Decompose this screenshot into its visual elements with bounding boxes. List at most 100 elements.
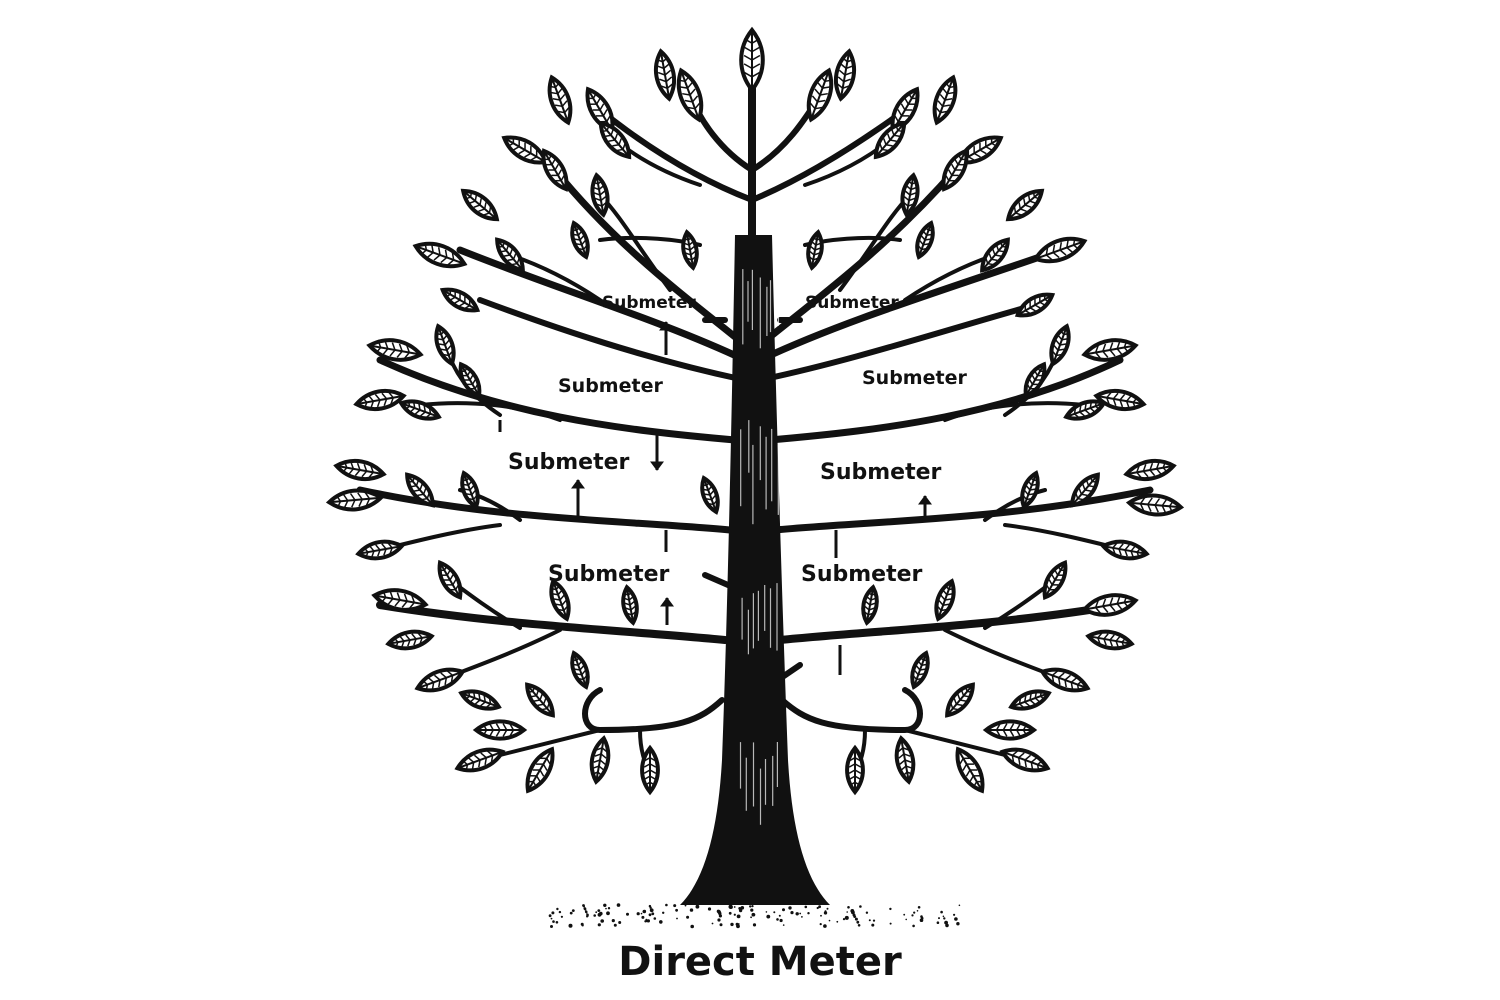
leaf — [412, 241, 468, 269]
leaf — [1005, 188, 1045, 222]
submeter-label-lower-left: Submeter — [508, 450, 630, 475]
ground-dot — [649, 906, 652, 909]
ground-dot — [912, 924, 915, 928]
ground-dot — [854, 917, 858, 921]
ground-dot — [818, 905, 821, 909]
leaf — [325, 488, 385, 512]
ground-dot — [955, 918, 958, 921]
ground-dot — [607, 907, 611, 910]
ground-dot — [665, 903, 668, 907]
direct-meter-label: Direct Meter — [618, 939, 902, 985]
ground-dot — [611, 919, 615, 923]
ground-dot — [583, 905, 585, 908]
ground-dot — [560, 915, 564, 918]
arrow-head — [660, 597, 674, 607]
ground-dot — [820, 914, 822, 917]
ground-dot — [917, 906, 921, 909]
branch — [456, 246, 749, 364]
ground-dot — [846, 911, 848, 913]
submeter-label-upper-right: Submeter — [805, 293, 899, 313]
ground-dot — [903, 913, 906, 916]
ground-dot — [905, 918, 907, 921]
ground-dot — [872, 919, 876, 922]
leaf — [437, 559, 463, 601]
leaf — [915, 220, 935, 260]
ground-dot — [799, 912, 802, 915]
ground-dot — [618, 921, 622, 924]
leaf — [541, 148, 569, 192]
leaf — [806, 67, 834, 123]
leaf — [385, 629, 435, 651]
ground-dot — [826, 907, 829, 910]
ground-dot — [719, 923, 723, 927]
leaf — [739, 26, 765, 94]
ground-dot — [807, 912, 810, 915]
leaf — [590, 172, 610, 218]
leaf — [414, 667, 466, 693]
leaf — [458, 361, 482, 399]
branch — [376, 356, 739, 444]
leaf — [460, 188, 500, 222]
ground-dot — [550, 925, 553, 928]
leaf — [955, 746, 985, 794]
leaf — [700, 475, 720, 515]
ground-dot — [728, 904, 733, 909]
leaf — [598, 120, 632, 160]
ground-dot — [779, 918, 783, 923]
ground-dot — [857, 924, 861, 927]
leaf — [570, 220, 590, 260]
ground-dot — [943, 917, 946, 920]
ground-dot — [889, 907, 892, 911]
ground-dot — [911, 914, 914, 917]
ground-dot — [640, 912, 643, 915]
leaf — [621, 584, 639, 626]
branch — [356, 486, 734, 534]
leaf — [495, 237, 525, 273]
ground-dot — [626, 912, 629, 916]
trunk-body — [680, 235, 830, 905]
ground-dot — [556, 907, 559, 911]
submeter-label-mid-right: Submeter — [862, 367, 967, 389]
ground-dot — [569, 911, 573, 915]
ground-dot — [958, 904, 961, 907]
ground-dot — [651, 912, 655, 916]
ground-dot — [584, 908, 587, 911]
ground-dot — [778, 914, 781, 917]
ground-dot — [646, 919, 651, 923]
ground-dot — [673, 904, 677, 908]
ground-dot — [740, 906, 745, 910]
ground-dot — [782, 908, 785, 912]
branch — [776, 601, 1124, 644]
ground-stipple — [548, 903, 961, 929]
ground-dot — [686, 915, 690, 919]
submeter-label-bottom-left: Submeter — [548, 562, 670, 587]
ground-dot — [642, 910, 646, 913]
branch — [757, 302, 1038, 383]
ground-dot — [718, 911, 722, 916]
branch — [779, 687, 923, 733]
ground-dot — [749, 905, 752, 908]
branch — [943, 401, 1087, 422]
trunk — [680, 235, 830, 905]
leaf — [1093, 388, 1147, 412]
leaf — [894, 735, 916, 785]
arrow-head — [918, 495, 932, 505]
leaf — [945, 682, 975, 718]
ground-dot — [816, 906, 819, 910]
leaf — [501, 135, 549, 165]
leaf — [833, 48, 857, 102]
ground-dot — [916, 910, 919, 912]
leaf — [941, 148, 969, 192]
leaf — [333, 458, 387, 482]
leaf — [1070, 472, 1100, 508]
ground-dot — [942, 915, 945, 918]
ground-dot — [616, 903, 621, 907]
ground-dot — [581, 924, 584, 927]
leaf — [454, 747, 506, 773]
ground-dot — [555, 921, 559, 924]
ground-dot — [648, 913, 652, 917]
ground-dot — [750, 908, 754, 912]
arrow-head — [571, 479, 585, 489]
leaf — [1032, 236, 1088, 264]
ground-dot — [868, 919, 871, 922]
